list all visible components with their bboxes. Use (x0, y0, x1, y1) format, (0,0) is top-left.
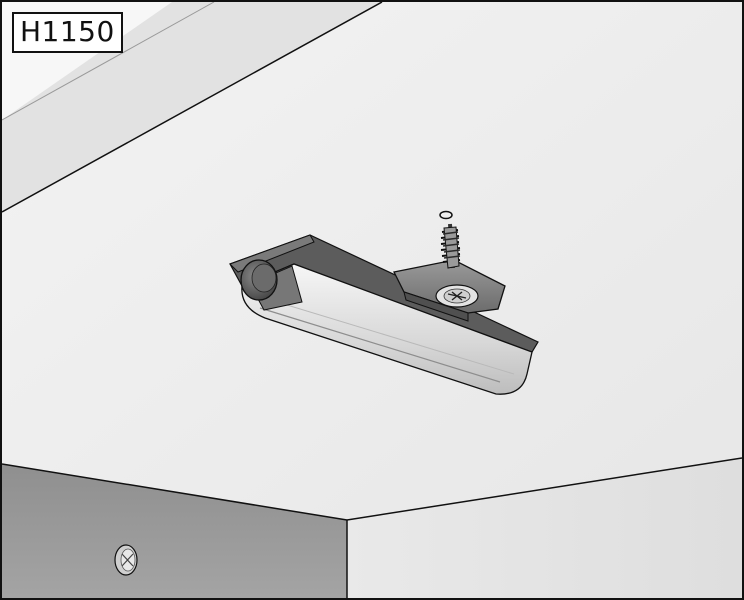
step-number-label: H1150 (12, 12, 123, 53)
washer (439, 210, 453, 220)
light-fixture (229, 234, 539, 395)
cabinet-back-wall (347, 458, 742, 598)
mounting-bracket (393, 259, 506, 322)
cam-lock-fitting (114, 544, 138, 576)
cabinet-side-wall (2, 464, 347, 598)
wood-screw (440, 223, 461, 269)
end-cap (240, 259, 278, 301)
